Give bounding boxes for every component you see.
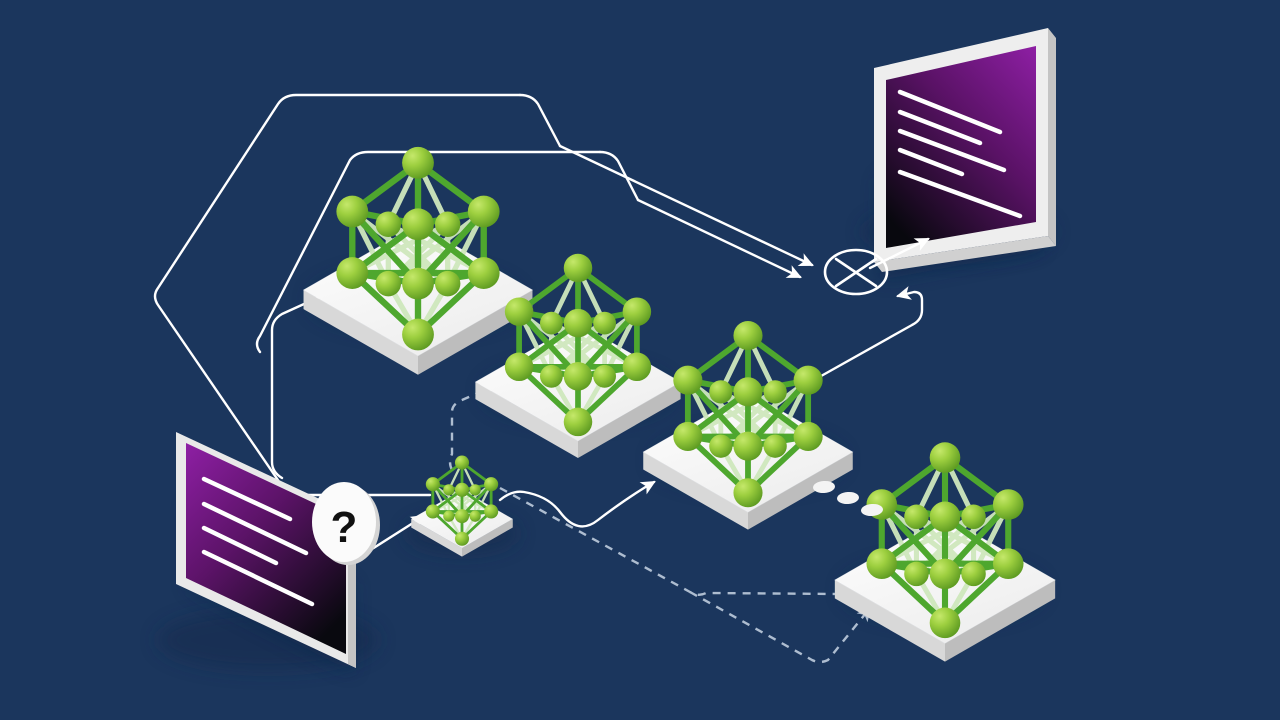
conn-large-to-combine: [558, 144, 814, 267]
crossed-circle-icon: [834, 257, 878, 288]
dashed-connection-paths: [448, 384, 872, 664]
conn-seed-to-midA: [448, 384, 496, 471]
conn-midA-loop: [255, 150, 602, 354]
connection-paths: [153, 93, 927, 551]
output-screen-text-lines: [897, 89, 1023, 219]
label-ellipsis: More models: [4, 127, 96, 144]
conn-seed-to-last: [689, 590, 872, 664]
ellipsis-dots: [813, 480, 883, 517]
input-screen-text-lines: [201, 476, 315, 607]
conn-large-up: [518, 93, 562, 148]
output-screen-face: [886, 46, 1036, 248]
question-badge: ?: [312, 482, 380, 565]
conn-midA-up: [598, 150, 640, 202]
question-badge-glyph: ?: [331, 503, 358, 552]
combine-node: [823, 248, 889, 296]
output-screen: [874, 28, 1056, 280]
combine-out-arrow: [868, 237, 930, 270]
conn-midA-to-combine: [636, 198, 802, 279]
conn-seed-to-large: [270, 282, 350, 480]
conn-seed-to-midB: [498, 480, 656, 528]
